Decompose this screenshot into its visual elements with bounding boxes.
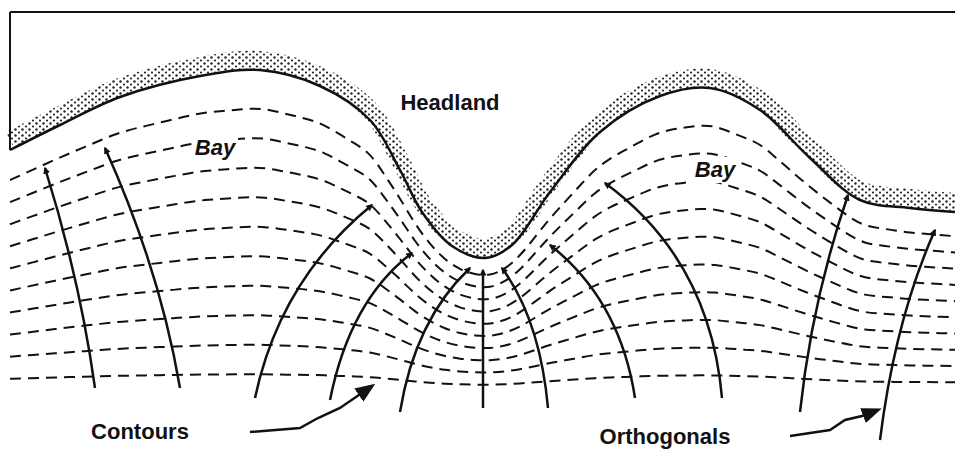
bay-label: Bay [692,157,738,182]
orthogonal-arrow [482,270,485,408]
orthogonal-arrow [45,168,95,388]
frame-line [10,11,955,13]
bay-label: Bay [192,135,238,160]
headland-label: Headland [397,90,502,115]
coast-line [10,70,955,258]
orthogonal-arrow [800,195,848,412]
orthogonal-arrow [105,148,180,388]
orthogonal-arrow [880,230,935,440]
orthogonals-label: Orthogonals [597,424,734,449]
orthogonal-arrow [255,205,372,398]
contours-label: Contours [88,419,192,444]
leader-line [790,410,878,436]
orthogonal-arrow [550,245,635,398]
orthogonal-arrow [330,253,412,400]
leader-line [250,386,372,432]
wave-orthogonals [45,148,935,440]
orthogonal-arrow [502,268,548,408]
orthogonal-arrow [400,268,470,412]
shoreline [10,60,955,258]
frame-line [9,12,11,150]
orthogonal-arrow [605,183,722,398]
